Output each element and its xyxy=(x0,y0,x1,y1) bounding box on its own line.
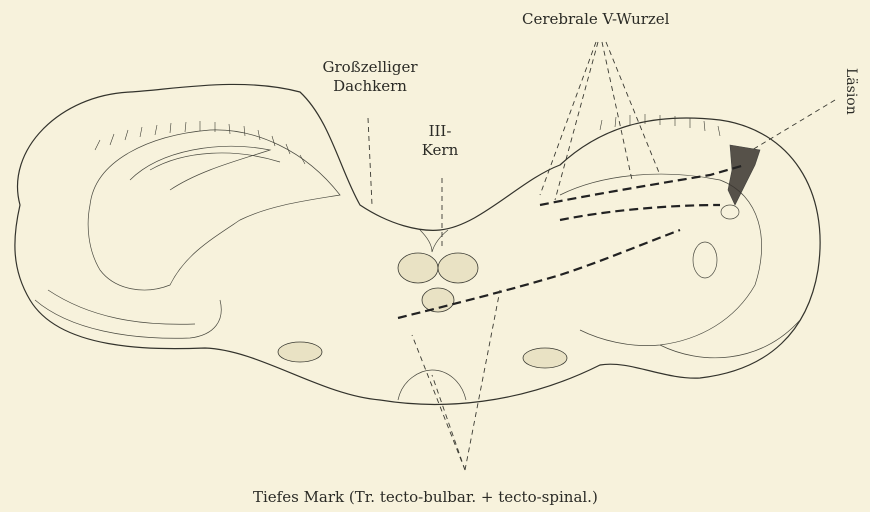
left-peduncle-spot xyxy=(278,342,322,362)
right-band xyxy=(660,320,800,358)
degenerated-tract-middle xyxy=(560,205,720,220)
label-tiefes-mark: Tiefes Mark (Tr. tecto-bulbar. + tecto-s… xyxy=(253,488,598,507)
left-lateral-band-2 xyxy=(48,290,195,324)
label-lasion: Läsion xyxy=(843,68,859,115)
iii-nucleus-lower xyxy=(422,288,454,312)
left-ventricle-curve-2 xyxy=(150,153,280,170)
midline-notch xyxy=(420,230,448,252)
label-grosszelliger-line2: Dachkern xyxy=(316,77,424,96)
iii-nucleus-left xyxy=(398,253,438,283)
right-inner-lobe xyxy=(560,174,762,346)
right-small-cavity xyxy=(693,242,717,278)
right-peduncle-spot xyxy=(523,348,567,368)
right-oval xyxy=(721,205,739,219)
left-lateral-band xyxy=(35,300,221,338)
leader-lines xyxy=(368,42,835,470)
left-ventricle-curve xyxy=(130,146,270,190)
left-inner-lobe xyxy=(88,130,340,290)
label-grosszelliger-dachkern: Großzelliger Dachkern xyxy=(316,58,424,96)
iii-nucleus-right xyxy=(438,253,478,283)
label-grosszelliger-line1: Großzelliger xyxy=(316,58,424,77)
label-iii-kern-line1: III- xyxy=(412,122,468,141)
degenerated-tract-upper xyxy=(540,165,745,205)
label-cerebrale-v-wurzel: Cerebrale V-Wurzel xyxy=(522,10,669,29)
label-iii-kern: III- Kern xyxy=(412,122,468,160)
label-iii-kern-line2: Kern xyxy=(412,141,468,160)
